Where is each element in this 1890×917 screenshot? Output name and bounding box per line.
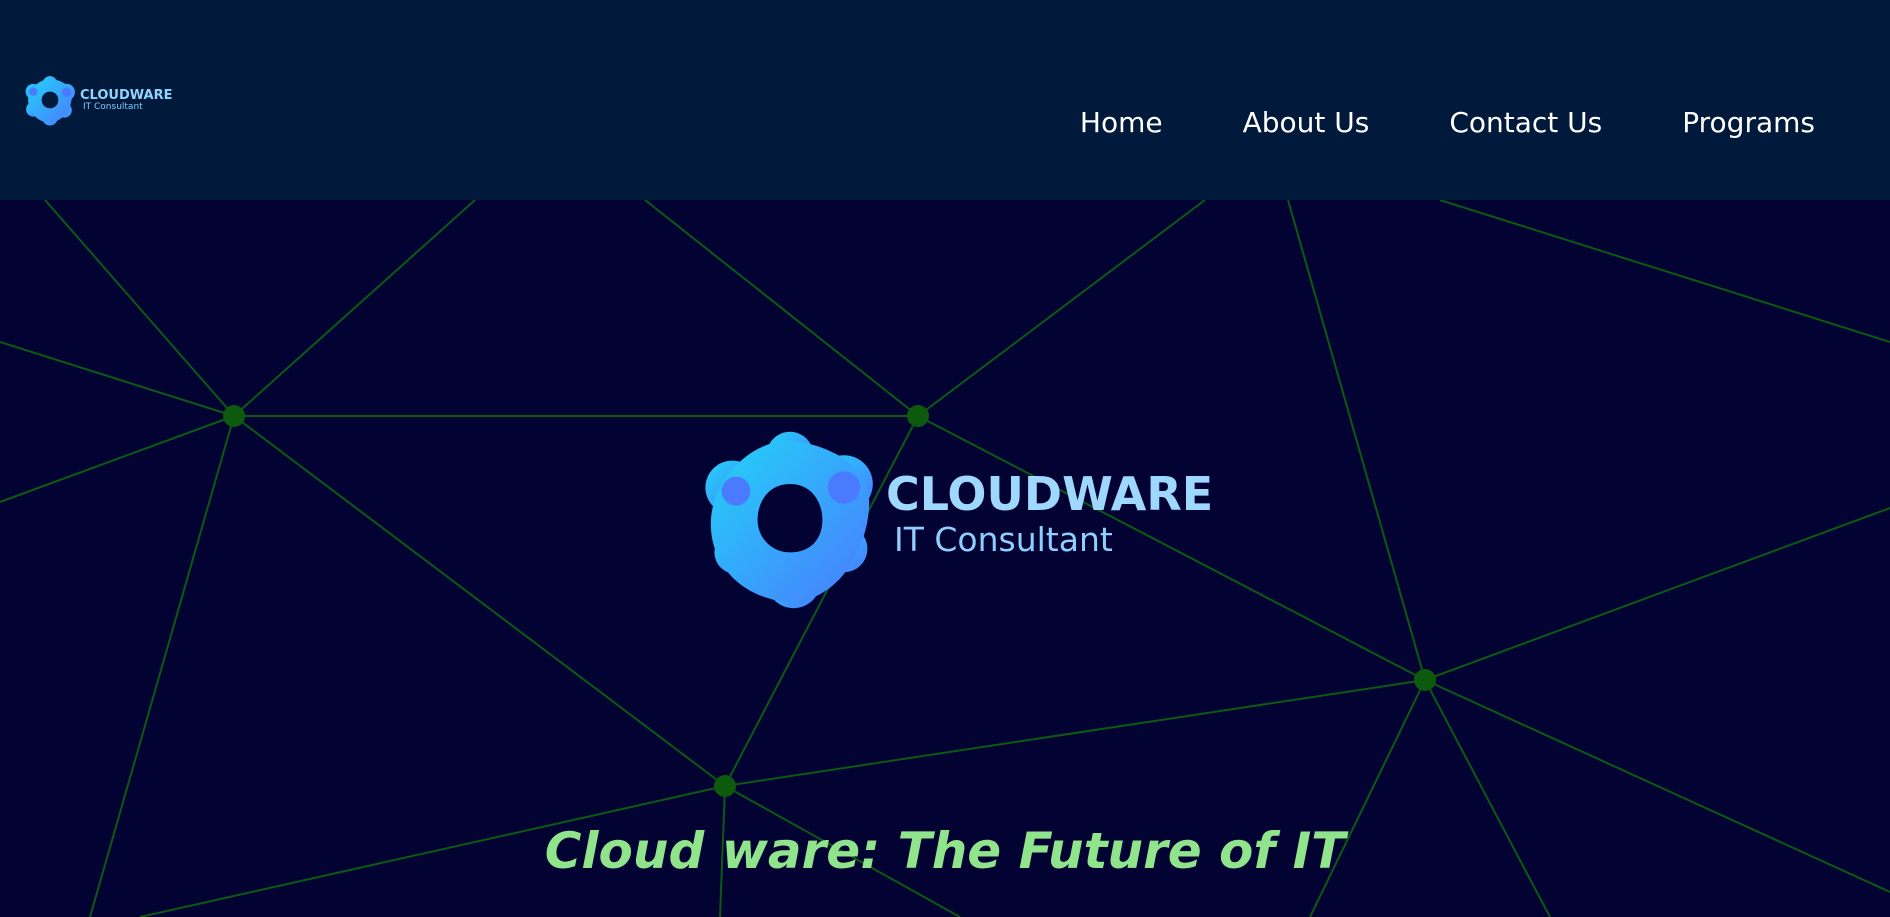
header-brand-name: CLOUDWARE bbox=[80, 87, 173, 103]
header-logo[interactable]: CLOUDWARE IT Consultant bbox=[24, 74, 172, 126]
network-mesh-icon bbox=[0, 200, 1890, 917]
nav-home-link[interactable]: Home bbox=[1079, 106, 1163, 139]
main-nav: Home About Us Contact Us Programs bbox=[1080, 103, 1815, 143]
nav-programs-link[interactable]: Programs bbox=[1682, 106, 1815, 139]
hero-brand-subtitle: IT Consultant bbox=[894, 520, 1113, 559]
header-brand: CLOUDWARE IT Consultant bbox=[80, 89, 172, 112]
molecule-ring-logo-icon bbox=[705, 431, 873, 609]
hero-tagline: Cloud ware: The Future of IT bbox=[544, 822, 1346, 880]
molecule-ring-logo-icon bbox=[25, 76, 75, 126]
header-brand-subtitle: IT Consultant bbox=[83, 101, 143, 112]
hero-brand-name: CLOUDWARE bbox=[886, 467, 1214, 521]
nav-about-us-link[interactable]: About Us bbox=[1242, 106, 1370, 139]
hero-brand: CLOUDWARE IT Consultant bbox=[886, 468, 1213, 560]
hero-section: CLOUDWARE IT Consultant Cloud ware: The … bbox=[0, 200, 1890, 917]
nav-contact-us-link[interactable]: Contact Us bbox=[1449, 106, 1603, 139]
site-header: CLOUDWARE IT Consultant Home About Us Co… bbox=[0, 0, 1890, 200]
hero-logo: CLOUDWARE IT Consultant bbox=[700, 430, 1213, 610]
